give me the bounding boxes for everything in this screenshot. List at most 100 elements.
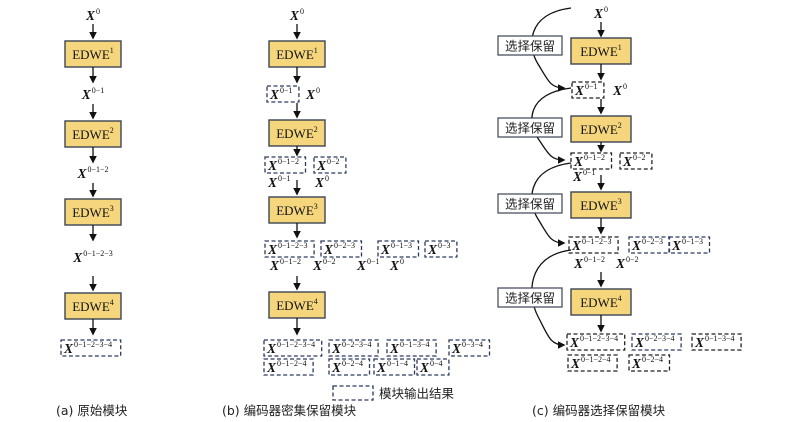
x-base: X xyxy=(570,356,581,371)
x-base: X xyxy=(269,87,280,102)
x-feature-label: X0−1−3 xyxy=(380,241,412,257)
x-base: X xyxy=(63,341,74,356)
edwe-name: EDWE xyxy=(276,47,314,62)
module-output-box xyxy=(570,152,613,170)
x-feature-label: X0−1−2−3 xyxy=(267,241,308,257)
x-feature-label: X0−2 xyxy=(622,153,646,169)
x-superscript: 0−2−4 xyxy=(642,355,663,364)
module-output-box xyxy=(264,156,307,174)
x-superscript: 0−1−2−3 xyxy=(278,241,308,250)
x-feature-label: X0−2−4 xyxy=(331,359,363,375)
x-base: X xyxy=(267,158,278,173)
module-output-box xyxy=(373,358,416,376)
x-base: X xyxy=(81,87,92,102)
selective-retention-arrow xyxy=(531,7,572,92)
edwe-block: EDWE1 xyxy=(570,37,632,65)
x-feature-label: X0−2−3 xyxy=(631,237,663,253)
x-base: X xyxy=(593,6,604,21)
legend-dashed-box-icon xyxy=(332,385,374,401)
x-feature-label: X0−1 xyxy=(356,257,380,273)
x-base: X xyxy=(572,169,583,184)
edwe-label: EDWE4 xyxy=(276,297,318,313)
x-base: X xyxy=(573,256,584,271)
x-superscript: 0−2−3 xyxy=(642,237,663,246)
x-feature-label: X0−1−3 xyxy=(671,237,703,253)
selective-retention-arrow xyxy=(531,249,572,349)
x-superscript: 0 xyxy=(400,257,404,266)
select-retain-label: 选择保留 xyxy=(505,291,555,306)
edwe-block: EDWE2 xyxy=(570,115,632,143)
edwe-label: EDWE4 xyxy=(72,298,114,314)
x-superscript: 0−1−2−3−4 xyxy=(74,340,112,349)
x-feature-label: X0−1 xyxy=(572,168,596,184)
x-superscript: 0−1−3 xyxy=(682,237,703,246)
legend-label: 模块输出结果 xyxy=(379,386,455,401)
edwe-label: EDWE1 xyxy=(72,46,114,62)
x-feature-label: X0 xyxy=(389,257,404,273)
x-base: X xyxy=(427,242,438,257)
x-base: X xyxy=(612,83,623,98)
edwe-label: EDWE1 xyxy=(276,46,318,62)
x-superscript: 0−3 xyxy=(438,241,451,250)
x-base: X xyxy=(419,360,430,375)
module-output-box xyxy=(416,358,450,376)
edwe-superscript: 3 xyxy=(314,202,318,211)
x-feature-label: X0−1−2−4 xyxy=(570,355,611,371)
x-feature-label: X0−1−2 xyxy=(267,157,299,173)
edwe-name: EDWE xyxy=(276,203,314,218)
x-feature-label: X0 xyxy=(593,5,608,21)
edwe-name: EDWE xyxy=(72,299,110,314)
select-retain-label-box: 选择保留 xyxy=(497,193,563,214)
selective-retention-arrow xyxy=(531,87,572,164)
x-superscript: 0−1 xyxy=(583,168,596,177)
x-base: X xyxy=(569,335,580,350)
edwe-block: EDWE4 xyxy=(268,291,326,319)
x-superscript: 0−1 xyxy=(585,82,598,91)
edwe-superscript: 2 xyxy=(110,126,114,135)
x-superscript: 0−2−4 xyxy=(342,359,363,368)
x-superscript: 0−1−2−3−4 xyxy=(580,334,618,343)
x-feature-label: X0−2−3−4 xyxy=(331,340,372,356)
edwe-superscript: 1 xyxy=(618,43,622,52)
x-base: X xyxy=(622,154,633,169)
x-feature-label: X0−2 xyxy=(316,157,340,173)
x-feature-label: X0−1−2−3 xyxy=(72,249,113,265)
panel-a-original-module: X0EDWE1X0−1EDWE2X0−1−2EDWE3X0−1−2−3EDWE4… xyxy=(60,7,122,357)
x-base: X xyxy=(267,242,278,257)
edwe-block: EDWE2 xyxy=(268,119,326,147)
edwe-block: EDWE4 xyxy=(64,292,122,320)
caption-b: (b) 编码器密集保留模块 xyxy=(222,403,357,418)
x-superscript: 0 xyxy=(325,174,329,183)
x-superscript: 0−3−4 xyxy=(462,340,483,349)
x-base: X xyxy=(671,238,682,253)
x-superscript: 0−1−2−4 xyxy=(581,355,611,364)
module-output-box xyxy=(566,333,626,351)
edwe-superscript: 3 xyxy=(618,197,622,206)
x-base: X xyxy=(376,360,387,375)
select-retain-label: 选择保留 xyxy=(505,39,555,54)
edwe-superscript: 2 xyxy=(618,121,622,130)
edwe-label: EDWE4 xyxy=(580,294,622,310)
x-feature-label: X0−2 xyxy=(615,255,639,271)
x-base: X xyxy=(72,250,83,265)
caption-c: (c) 编码器选择保留模块 xyxy=(532,403,666,418)
x-feature-label: X0−1 xyxy=(269,86,293,102)
edwe-label: EDWE1 xyxy=(580,43,622,59)
x-base: X xyxy=(389,258,400,273)
x-superscript: 0−2−3−4 xyxy=(342,340,372,349)
edwe-block: EDWE3 xyxy=(64,198,122,226)
edwe-name: EDWE xyxy=(580,122,618,137)
edwe-block: EDWE2 xyxy=(64,120,122,148)
x-base: X xyxy=(389,341,400,356)
x-base: X xyxy=(571,238,582,253)
edwe-superscript: 3 xyxy=(110,204,114,213)
x-base: X xyxy=(76,166,87,181)
x-feature-label: X0−1−2 xyxy=(573,255,605,271)
x-base: X xyxy=(85,8,96,23)
x-feature-label: X0−1−3−4 xyxy=(694,334,735,350)
x-feature-label: X0−2−3 xyxy=(323,241,355,257)
edwe-block: EDWE4 xyxy=(570,288,632,316)
module-output-box xyxy=(628,354,671,372)
edwe-label: EDWE3 xyxy=(276,202,318,218)
